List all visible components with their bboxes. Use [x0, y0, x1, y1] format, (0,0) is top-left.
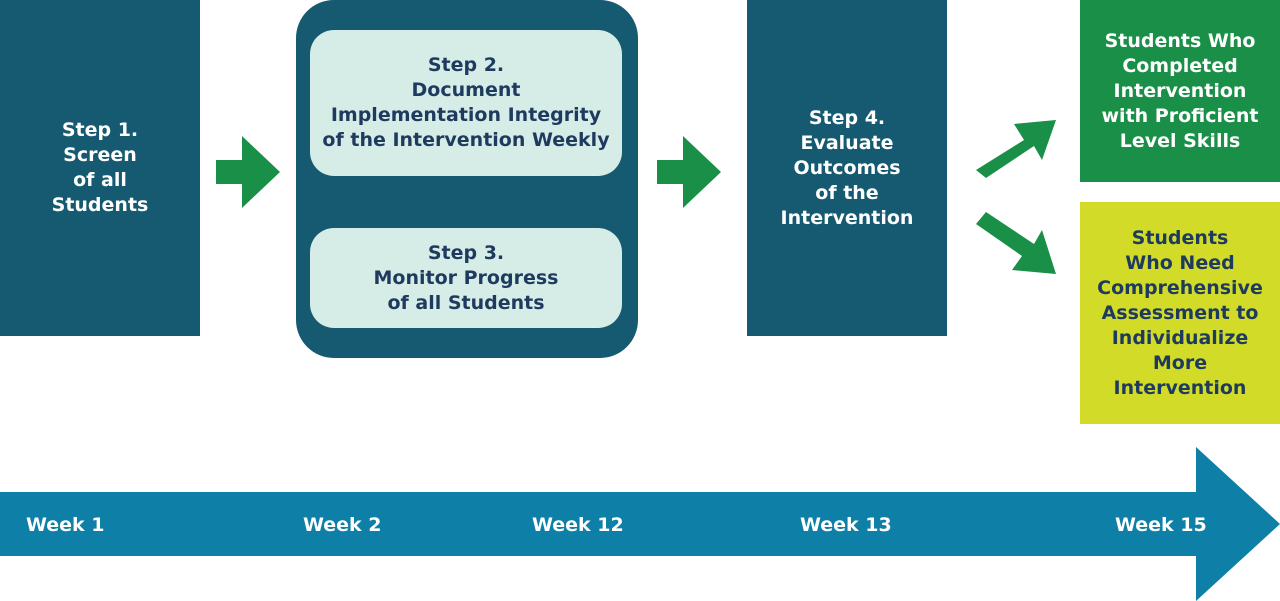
step-1-label: Step 1. Screen of all Students: [51, 119, 149, 216]
step-4-box: Step 4. Evaluate Outcomes of the Interve…: [747, 0, 947, 336]
timeline-week-15: Week 15: [1115, 514, 1207, 536]
outcome-proficient-box: Students Who Completed Intervention with…: [1080, 0, 1280, 182]
steps-2-3-group: Step 2. Document Implementation Integrit…: [296, 0, 638, 358]
up-right-arrow-icon: [976, 120, 1056, 178]
timeline-week-12: Week 12: [532, 514, 624, 536]
timeline-week-1: Week 1: [26, 514, 105, 536]
timeline-week-2: Week 2: [303, 514, 382, 536]
outcome-proficient-label: Students Who Completed Intervention with…: [1101, 29, 1259, 152]
step-1-box: Step 1. Screen of all Students: [0, 0, 200, 336]
right-arrow-icon: [657, 136, 721, 208]
step-3-label: Step 3. Monitor Progress of all Students: [373, 241, 559, 314]
step-2-label: Step 2. Document Implementation Integrit…: [322, 54, 610, 151]
timeline-arrow-icon: [0, 447, 1280, 601]
step-4-label: Step 4. Evaluate Outcomes of the Interve…: [780, 106, 914, 229]
outcome-comprehensive-box: Students Who Need Comprehensive Assessme…: [1080, 202, 1280, 424]
down-right-arrow-icon: [976, 212, 1056, 274]
timeline-week-13: Week 13: [800, 514, 892, 536]
right-arrow-icon: [216, 136, 280, 208]
step-2-box: Step 2. Document Implementation Integrit…: [310, 30, 622, 176]
step-3-box: Step 3. Monitor Progress of all Students: [310, 228, 622, 328]
outcome-comprehensive-label: Students Who Need Comprehensive Assessme…: [1097, 226, 1263, 399]
